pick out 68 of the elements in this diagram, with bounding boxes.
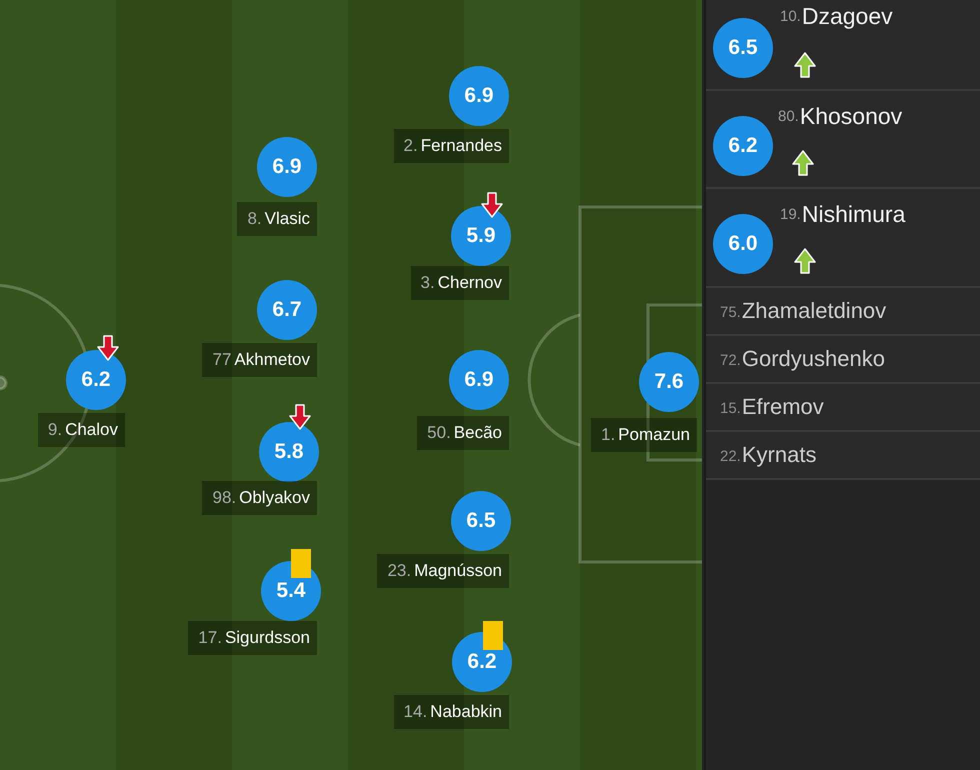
name-plate [417,416,509,450]
rating-value: 6.9 [464,368,494,392]
name-plate [394,695,509,729]
shirt-number: 50. [427,423,451,443]
shirt-number: 23. [387,561,412,581]
name-plate [377,554,509,588]
rating-value: 6.9 [464,84,494,108]
player-name: Nishimura [802,201,906,228]
player-name: Magnússon [414,561,502,581]
name-plate [590,418,697,452]
rating-value: 6.0 [728,232,758,256]
shirt-number: 9. [48,420,62,440]
shirt-number: 75. [720,304,741,321]
rating-value: 6.9 [272,155,302,179]
rating-value: 5.4 [276,579,306,603]
player-name: Chalov [65,420,118,440]
name-plate [202,343,317,377]
substitute-row [706,189,980,288]
shirt-number: 22. [720,448,741,465]
shirt-number: 8. [247,209,262,229]
shirt-number: 10. [780,8,801,25]
substitute-row [706,384,980,432]
substitute-row [706,0,980,91]
player-name: Akhmetov [234,350,310,370]
rating-value: 7.6 [654,370,684,394]
shirt-number: 3. [420,273,435,293]
rating-value: 6.5 [728,36,758,60]
player-name: Khosonov [800,103,902,130]
player-name: Pomazun [618,425,690,445]
shirt-number: 77 [212,350,232,370]
substitute-row [706,91,980,189]
shirt-number: 72. [720,352,741,369]
player-name: Fernandes [420,136,502,156]
shirt-number: 1. [600,425,616,445]
name-plate [237,202,317,236]
name-plate [410,266,509,300]
substitute-row [706,288,980,336]
player-name: Zhamaletdinov [742,298,886,324]
rating-value: 5.9 [466,224,496,248]
shirt-number: 2. [404,136,418,156]
rating-value: 6.5 [466,509,496,533]
rating-value: 6.2 [467,650,497,674]
rating-value: 6.2 [728,134,758,158]
player-name: Sigurdsson [224,628,310,648]
name-plate [38,413,125,447]
rating-value: 6.7 [272,298,302,322]
player-name: Chernov [438,273,502,293]
player-name: Becão [454,423,502,443]
player-name: Oblyakov [239,488,310,508]
name-plate [202,481,317,515]
player-name: Dzagoev [802,3,893,30]
shirt-number: 98. [212,488,236,508]
name-plate [394,129,509,163]
shirt-number: 14. [404,702,428,722]
substitute-row [706,432,980,480]
player-name: Kyrnats [742,442,816,468]
shirt-number: 15. [720,400,741,417]
shirt-number: 80. [778,108,799,125]
substitute-row [706,336,980,384]
rating-value: 6.2 [81,368,111,392]
shirt-number: 17. [198,628,222,648]
shirt-number: 19. [780,206,801,223]
rating-value: 5.8 [274,440,304,464]
player-name: Nababkin [430,702,502,722]
player-name: Efremov [742,394,824,420]
name-plate [188,621,317,655]
player-name: Vlasic [264,209,310,229]
player-name: Gordyushenko [742,346,885,372]
